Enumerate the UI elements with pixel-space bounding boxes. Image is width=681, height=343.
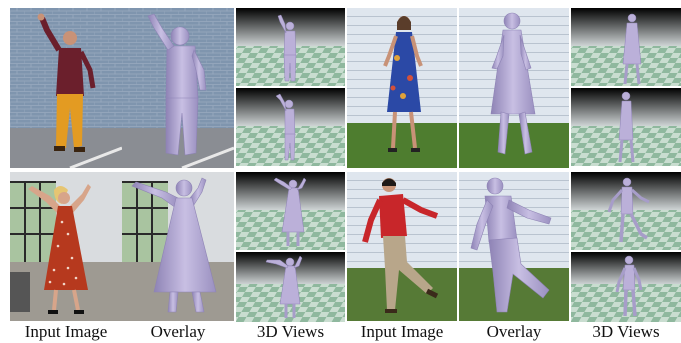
3d-view-panel (236, 88, 345, 166)
column-label: Input Image (24, 322, 108, 341)
3d-view-panel (571, 8, 681, 86)
input-image-panel (347, 172, 457, 321)
3d-view-panel (571, 252, 681, 322)
3d-view-panel (236, 252, 345, 322)
column-label: 3D Views (256, 322, 325, 341)
column-label: Overlay (150, 322, 206, 341)
overlay-panel (459, 8, 569, 168)
column-label: Input Image (360, 322, 444, 341)
overlay-panel (459, 172, 569, 321)
column-label: 3D Views (592, 322, 660, 341)
3d-view-panel (236, 8, 345, 86)
3d-view-panel (236, 172, 345, 250)
input-image-panel (10, 8, 122, 168)
3d-view-panel (571, 172, 681, 250)
3d-view-panel (571, 88, 681, 166)
overlay-panel (122, 172, 234, 321)
input-image-panel (347, 8, 457, 168)
input-image-panel (10, 172, 122, 321)
overlay-panel (122, 8, 234, 168)
column-label: Overlay (486, 322, 542, 341)
